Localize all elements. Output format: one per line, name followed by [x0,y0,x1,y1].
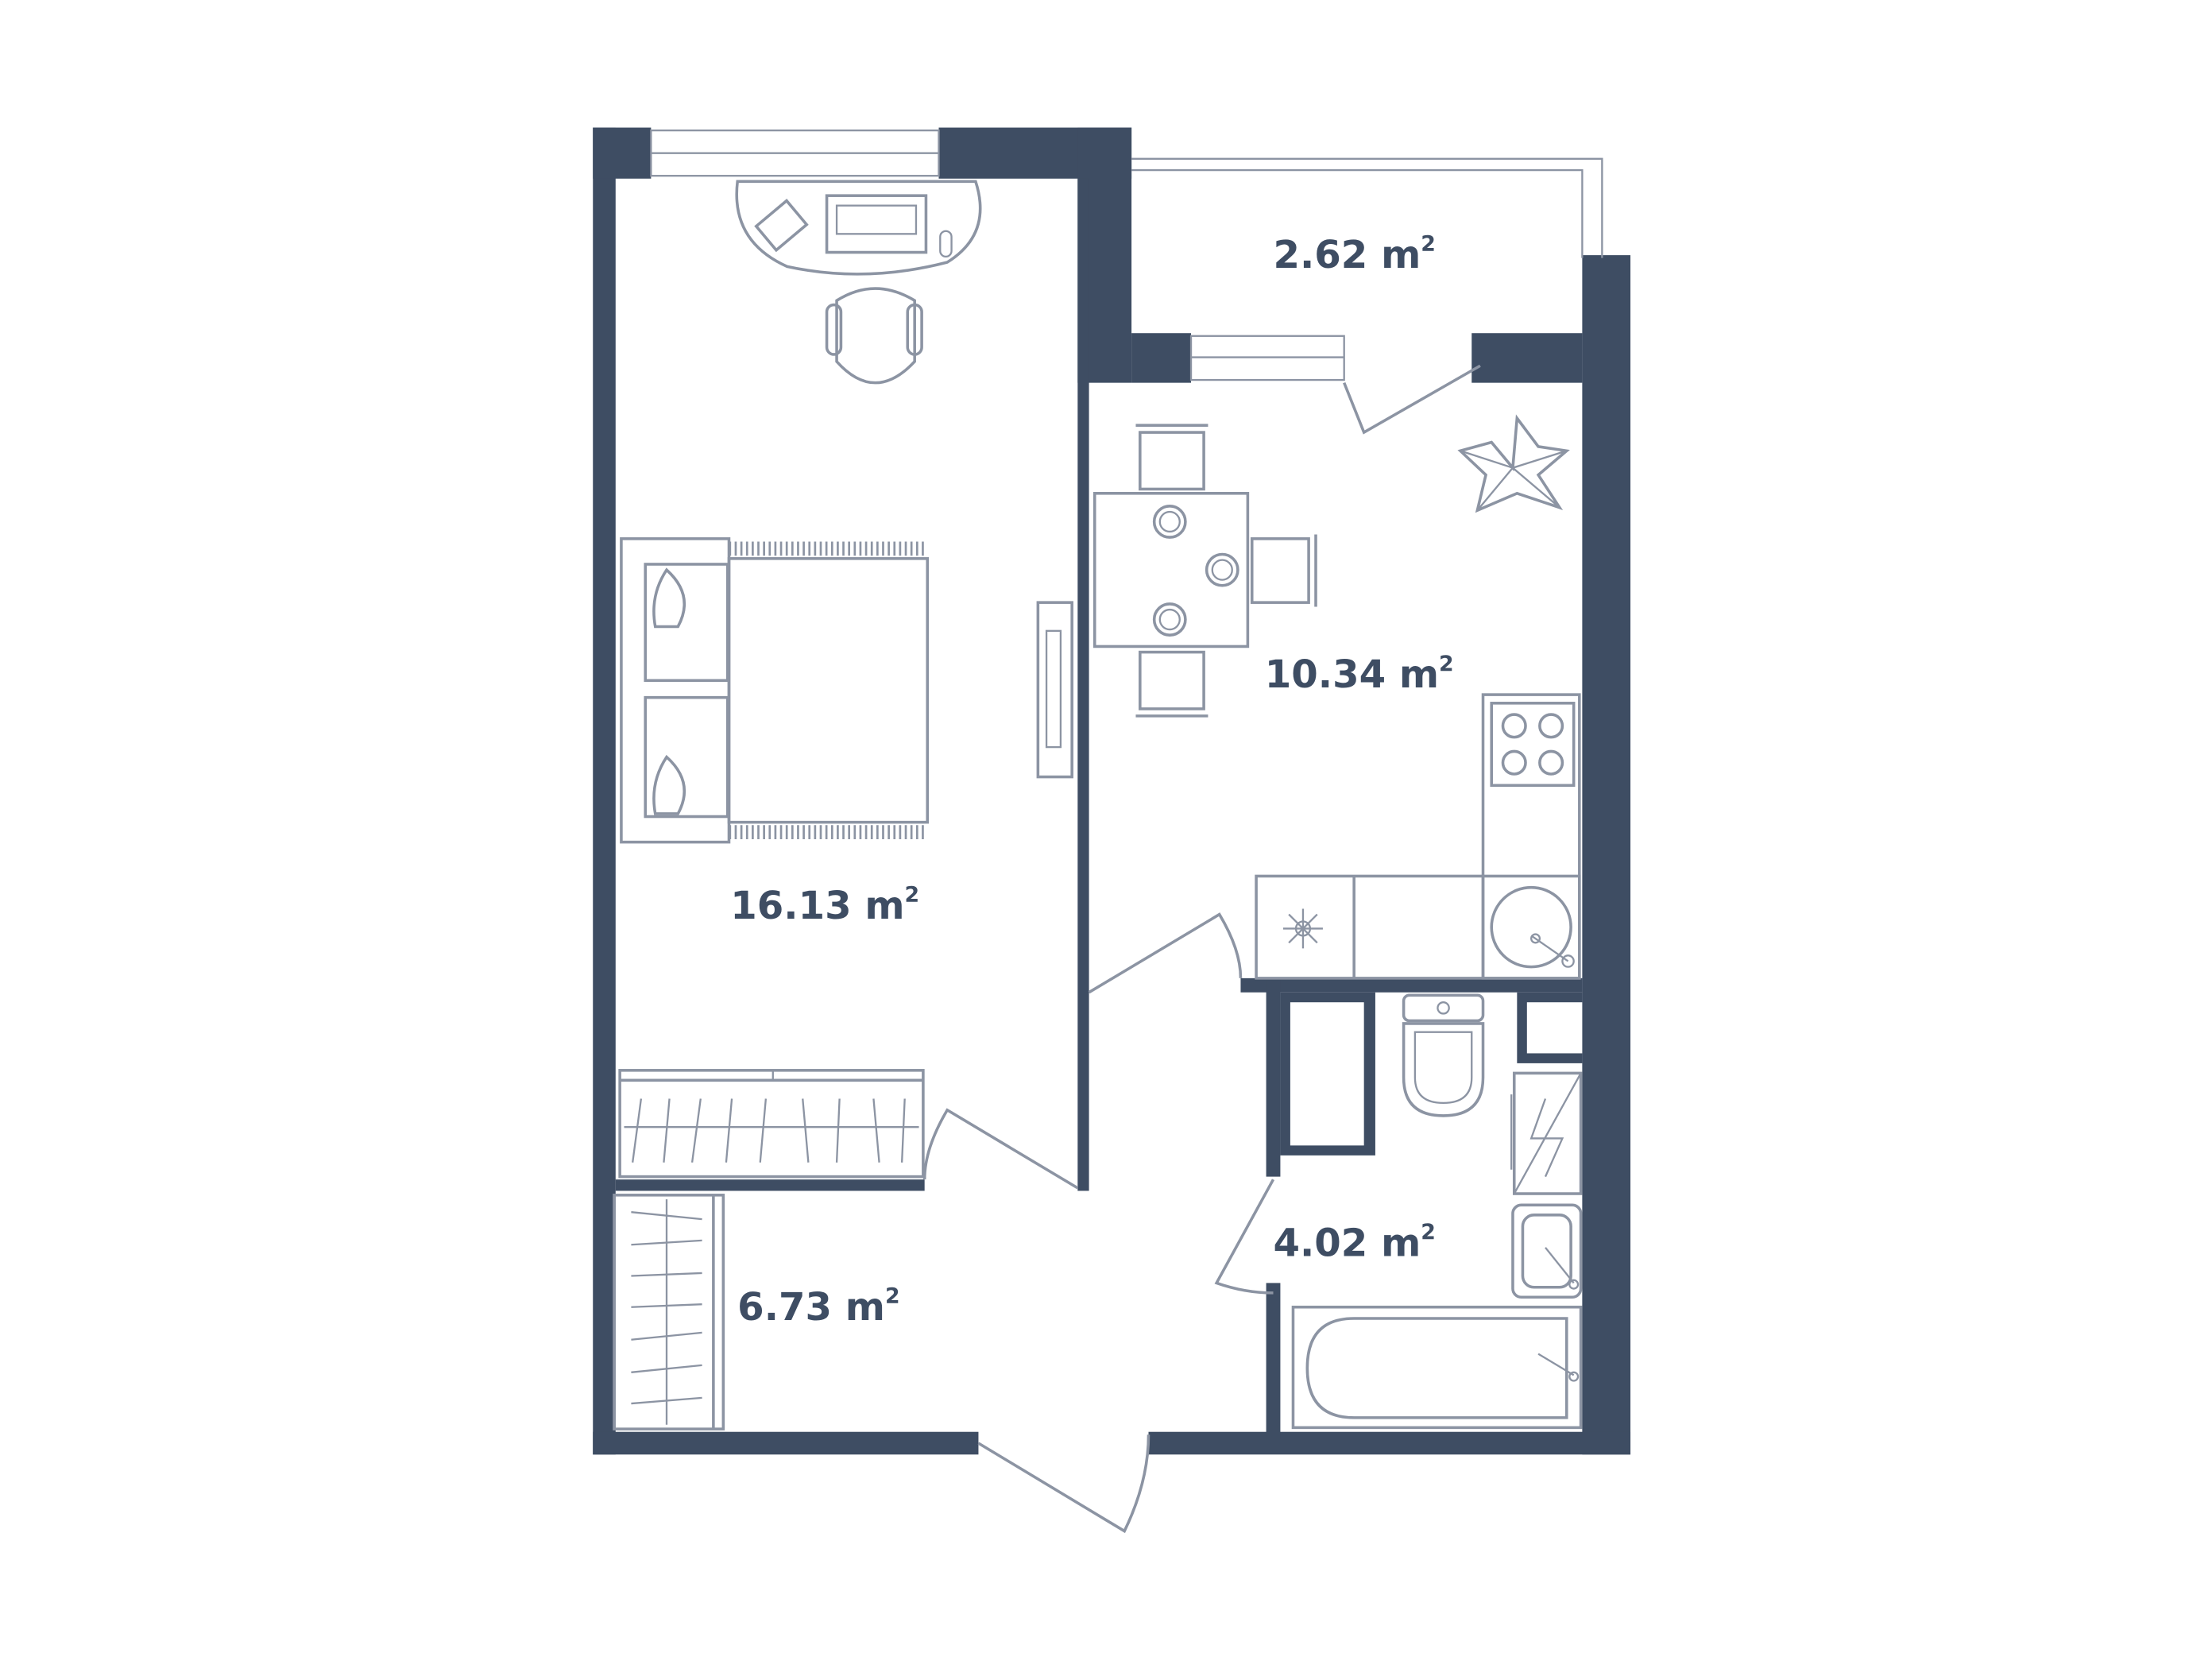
bed [620,537,930,844]
walls [593,127,1631,1455]
kitchen-counter [1255,693,1581,980]
toilet [1402,993,1485,1117]
windows [650,129,1345,381]
area-label-balcony: 2.62 m2 [1273,232,1435,277]
tv-unit [1036,601,1073,779]
balcony-railing [1131,157,1603,258]
area-label-bedroom: 16.13 m2 [730,883,919,928]
area-label-hallway: 6.73 m2 [737,1283,899,1329]
doors [922,364,1481,1534]
desk [735,180,982,276]
bathtub [1291,1305,1583,1430]
water-heater [1510,1071,1583,1195]
area-label-bathroom: 4.02 m2 [1273,1220,1435,1265]
wardrobe-hallway [613,1194,725,1430]
sink [1511,1203,1583,1299]
chair [825,287,923,385]
wardrobe-bedroom [618,1069,925,1179]
area-label-kitchen: 10.34 m2 [1265,652,1454,697]
dining-table [1092,424,1317,718]
plant [1457,414,1570,513]
